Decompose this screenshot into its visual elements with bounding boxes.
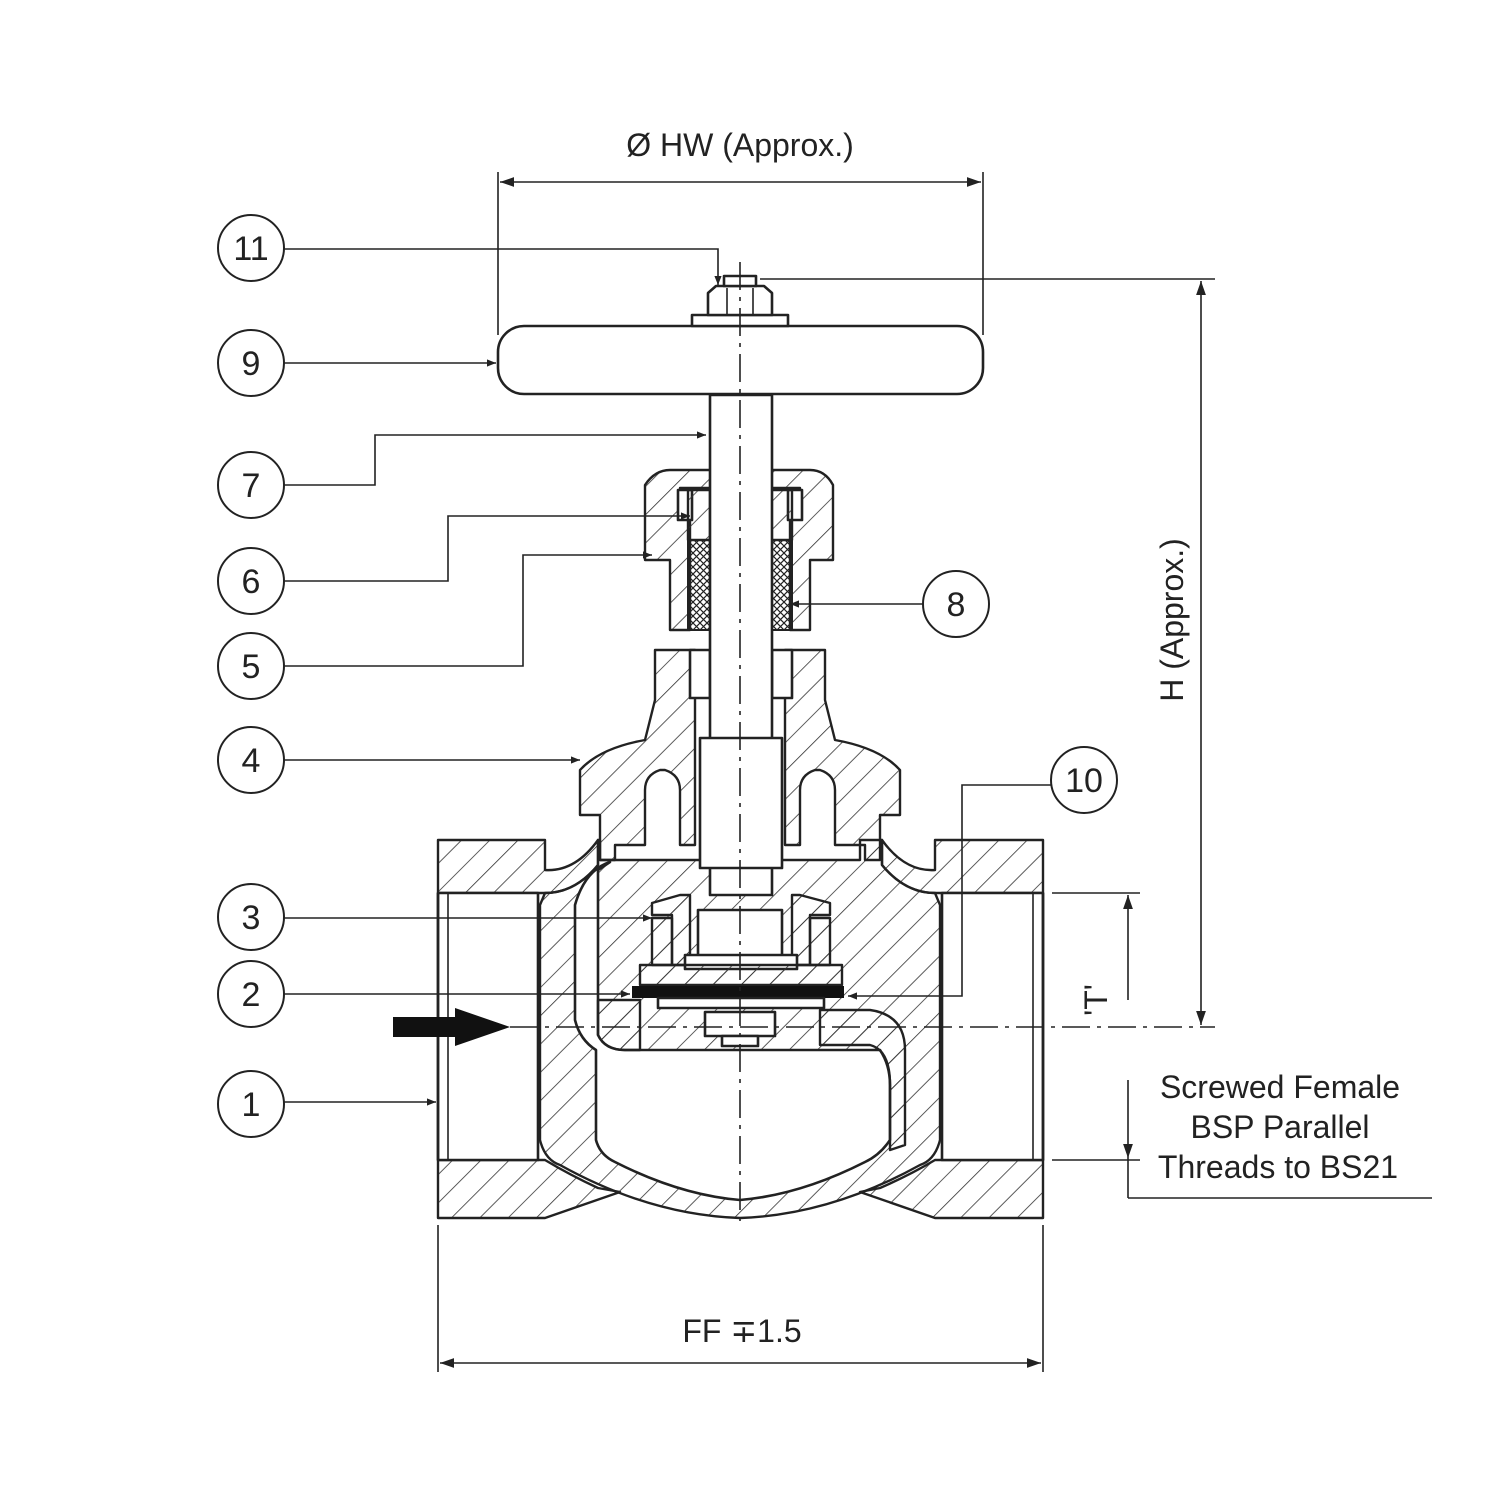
dimension-h: H (Approx.) <box>760 278 1215 1025</box>
dimension-h-label: H (Approx.) <box>1154 538 1190 702</box>
thread-note: Screwed Female BSP Parallel Threads to B… <box>1158 1069 1400 1185</box>
svg-text:11: 11 <box>233 230 268 268</box>
note-line-3: Threads to BS21 <box>1158 1149 1398 1185</box>
note-line-1: Screwed Female <box>1160 1069 1400 1105</box>
balloon-7: 7 <box>217 451 285 519</box>
note-line-2: BSP Parallel <box>1190 1109 1369 1145</box>
balloon-11: 11 <box>217 214 285 282</box>
dimension-hw: Ø HW (Approx.) <box>497 127 984 335</box>
balloon-8: 8 <box>922 570 990 638</box>
svg-text:4: 4 <box>242 742 261 780</box>
dimension-t: 'T' <box>1052 892 1432 1199</box>
svg-text:2: 2 <box>242 976 261 1014</box>
flow-direction-arrow-icon <box>393 1008 510 1046</box>
stem <box>698 393 784 897</box>
dimension-ff-label: FF ∓1.5 <box>682 1313 801 1349</box>
gland-nut <box>643 468 835 632</box>
balloon-5: 5 <box>217 632 285 700</box>
packing <box>687 539 711 631</box>
dimension-ff: FF ∓1.5 <box>437 1225 1044 1372</box>
balloon-4: 4 <box>217 726 285 794</box>
disc-washer <box>632 986 844 998</box>
balloon-1: 1 <box>217 1070 285 1138</box>
bonnet <box>578 648 902 862</box>
dimension-hw-label: Ø HW (Approx.) <box>626 127 854 163</box>
svg-text:6: 6 <box>242 563 261 601</box>
dimension-t-label: 'T' <box>1078 984 1114 1016</box>
svg-text:3: 3 <box>242 899 261 937</box>
balloon-6: 6 <box>217 547 285 615</box>
svg-text:5: 5 <box>242 648 261 686</box>
leader-lines <box>284 248 1052 1106</box>
balloon-2: 2 <box>217 960 285 1028</box>
svg-text:10: 10 <box>1065 762 1103 800</box>
disc-assembly <box>632 893 844 1048</box>
balloon-3: 3 <box>217 883 285 951</box>
svg-text:9: 9 <box>242 345 261 383</box>
balloon-9: 9 <box>217 329 285 397</box>
balloon-10: 10 <box>1050 746 1118 814</box>
svg-text:7: 7 <box>242 467 261 505</box>
valve-body <box>436 838 1045 1220</box>
svg-text:8: 8 <box>947 586 966 624</box>
svg-text:1: 1 <box>242 1086 261 1124</box>
